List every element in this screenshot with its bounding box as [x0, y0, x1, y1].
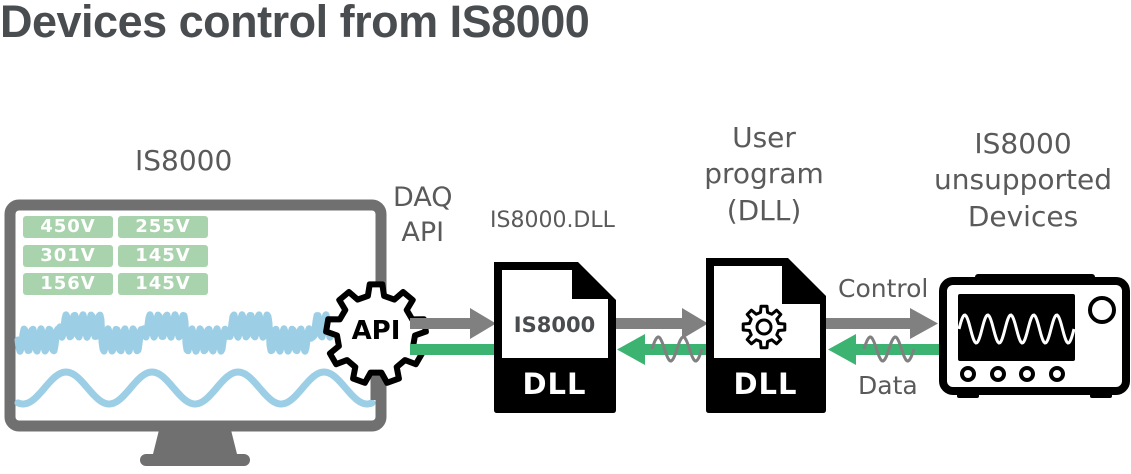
is8000-dll-filename: IS8000.DLL [490, 208, 615, 233]
waveform-group [14, 311, 376, 408]
page-title: Devices control from IS8000 [0, 0, 590, 47]
voltage-badge: 450V [23, 216, 113, 238]
is8000-dll-top-text: IS8000 [513, 313, 596, 337]
is8000-dll-bottom-text: DLL [522, 367, 587, 401]
user-program-label-line2: program [704, 157, 824, 191]
user-program-label: User program (DLL) [700, 120, 828, 229]
api-gear-icon [323, 281, 429, 386]
monitor-stand [152, 426, 238, 458]
data-line-dll-to-api [410, 344, 496, 355]
signal-wave-icon [650, 335, 704, 363]
device-label-line1: IS8000 [974, 127, 1072, 160]
control-arrow-api-to-dll [410, 308, 496, 339]
api-badge-text: API [351, 316, 401, 346]
voltage-badge: 156V [23, 273, 113, 295]
is8000-label: IS8000 [135, 144, 233, 177]
user-program-dll-bottom-text: DLL [733, 367, 798, 401]
voltage-badge: 301V [23, 245, 113, 267]
user-program-label-line3: (DLL) [726, 193, 802, 227]
control-label: Control [838, 274, 929, 303]
signal-wave-icon [862, 335, 916, 363]
modulated-square-wave [14, 311, 334, 355]
is8000-dll-file-icon [494, 262, 616, 413]
device-label-line2: unsupported [934, 163, 1112, 197]
daq-api-label-line2: API [401, 217, 445, 249]
voltage-badge: 255V [118, 216, 208, 238]
device-label: IS8000 unsupported Devices [928, 126, 1118, 235]
device-label-line3: Devices [967, 199, 1079, 233]
data-arrow-user-to-dll [617, 334, 706, 365]
sine-wave [14, 368, 376, 408]
voltage-badge: 145V [118, 245, 208, 267]
data-label: Data [858, 371, 918, 400]
daq-api-label: DAQ API [393, 180, 453, 250]
gear-icon-hub [755, 318, 773, 336]
control-arrow-dll-to-user [616, 308, 708, 339]
voltage-badge: 145V [118, 273, 208, 295]
control-arrow-user-to-device [826, 308, 938, 339]
user-program-dll-file-icon [706, 258, 826, 413]
user-program-label-line1: User [732, 121, 796, 154]
oscilloscope-icon [939, 274, 1130, 398]
data-arrow-device-to-user [828, 334, 940, 365]
monitor-base [140, 454, 250, 466]
daq-api-label-line1: DAQ [393, 182, 453, 213]
gear-icon [741, 304, 787, 350]
